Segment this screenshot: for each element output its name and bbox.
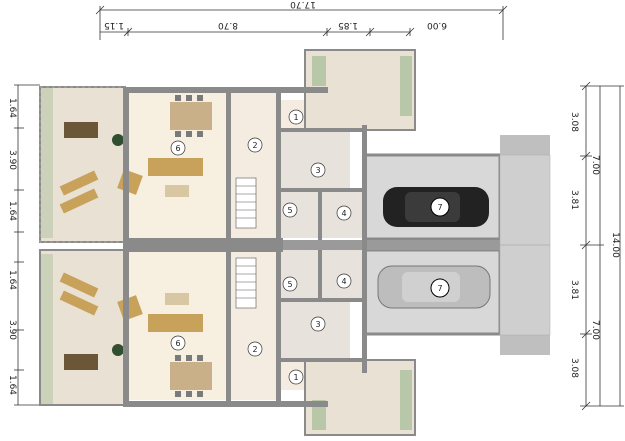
room-number: 1: [293, 113, 298, 122]
walls: [123, 87, 367, 407]
terrace-upper: [39, 86, 126, 243]
room-labels-upper: [170, 109, 352, 221]
left-dimensions: [14, 84, 40, 406]
plant-icon: [112, 134, 124, 146]
room-labels-lower: [170, 273, 352, 385]
room-number: 3: [315, 166, 320, 175]
dim-left-seg-6: 1.64: [7, 375, 17, 395]
dim-left-seg-3: 1.64: [7, 201, 17, 221]
dim-right-seg-4: 3.08: [569, 358, 579, 378]
terrace-lower: [39, 249, 126, 406]
dim-right-total: 14.00: [610, 232, 620, 258]
sun-lounger: [59, 272, 99, 298]
dim-left-seg-4: 1.64: [7, 270, 17, 290]
room-number: 2: [252, 141, 257, 150]
sun-lounger: [59, 170, 99, 196]
car-light: [377, 265, 491, 309]
dining-set-lower: [170, 355, 212, 397]
plant-icon: [112, 344, 124, 356]
dim-top-seg-1: 1.15: [104, 20, 124, 30]
garden-table: [64, 354, 98, 370]
dim-right-sub-1: 7.00: [590, 155, 600, 175]
dim-top-total: 17.70: [290, 0, 316, 9]
dim-top-seg-3: 1.85: [338, 20, 358, 30]
dim-left-seg-1: 1.64: [7, 98, 17, 118]
garden-table: [64, 122, 98, 138]
car-dark: [383, 187, 489, 227]
room-number: 4: [341, 209, 346, 218]
room-number: 4: [341, 277, 346, 286]
room-number: 3: [315, 320, 320, 329]
room-number: 2: [252, 345, 257, 354]
dim-left-seg-5: 3.90: [7, 320, 17, 340]
dim-right-seg-3: 3.81: [569, 280, 579, 300]
dim-right-seg-2: 3.81: [569, 190, 579, 210]
room-number: 6: [175, 144, 180, 153]
staircase-lower: [235, 257, 257, 309]
top-dimensions: [95, 5, 508, 40]
driveway: [499, 135, 551, 355]
dim-left-seg-2: 3.90: [7, 150, 17, 170]
room-number: 5: [287, 280, 292, 289]
sun-lounger: [59, 290, 99, 316]
staircase-upper: [235, 177, 257, 229]
dining-set-upper: [170, 95, 212, 137]
room-number: 1: [293, 373, 298, 382]
entrance-lower: [304, 359, 416, 436]
room-number: 7: [437, 203, 442, 212]
right-dimensions: [580, 81, 624, 411]
dim-right-sub-2: 7.00: [590, 320, 600, 340]
dim-right-seg-1: 3.08: [569, 112, 579, 132]
sun-lounger: [59, 188, 99, 214]
room-number: 5: [287, 206, 292, 215]
room-number: 7: [437, 284, 442, 293]
dim-top-seg-4: 6.00: [427, 20, 447, 30]
dim-top-seg-2: 8.70: [218, 20, 238, 30]
room-number: 6: [175, 339, 180, 348]
